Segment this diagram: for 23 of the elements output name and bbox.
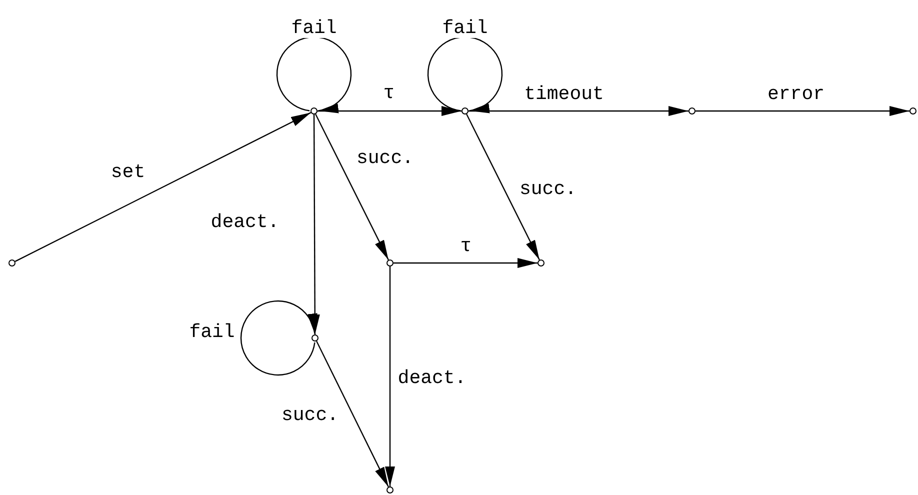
- state-node: [538, 260, 544, 266]
- arrow: [315, 114, 389, 260]
- edge-label: fail: [441, 18, 489, 38]
- state-node: [312, 334, 318, 342]
- self-loop-arrow: [240, 300, 316, 376]
- state-node: [688, 108, 696, 114]
- self-loop-arrow: [427, 36, 503, 112]
- arrow: [468, 106, 688, 116]
- state-node: [310, 108, 318, 114]
- state-node: [462, 108, 468, 114]
- arrow: [385, 266, 395, 486]
- state-node: [8, 260, 16, 266]
- arrow: [394, 258, 538, 268]
- arrow: [316, 340, 389, 488]
- arrow: [14, 112, 312, 262]
- arrow: [466, 114, 540, 260]
- state-node: [386, 260, 394, 266]
- state-node: [386, 486, 394, 494]
- edge-label: fail: [290, 18, 338, 38]
- arrow: [318, 106, 462, 116]
- state-node: [910, 108, 916, 114]
- arrow: [696, 106, 910, 116]
- self-loop-arrow: [276, 36, 352, 112]
